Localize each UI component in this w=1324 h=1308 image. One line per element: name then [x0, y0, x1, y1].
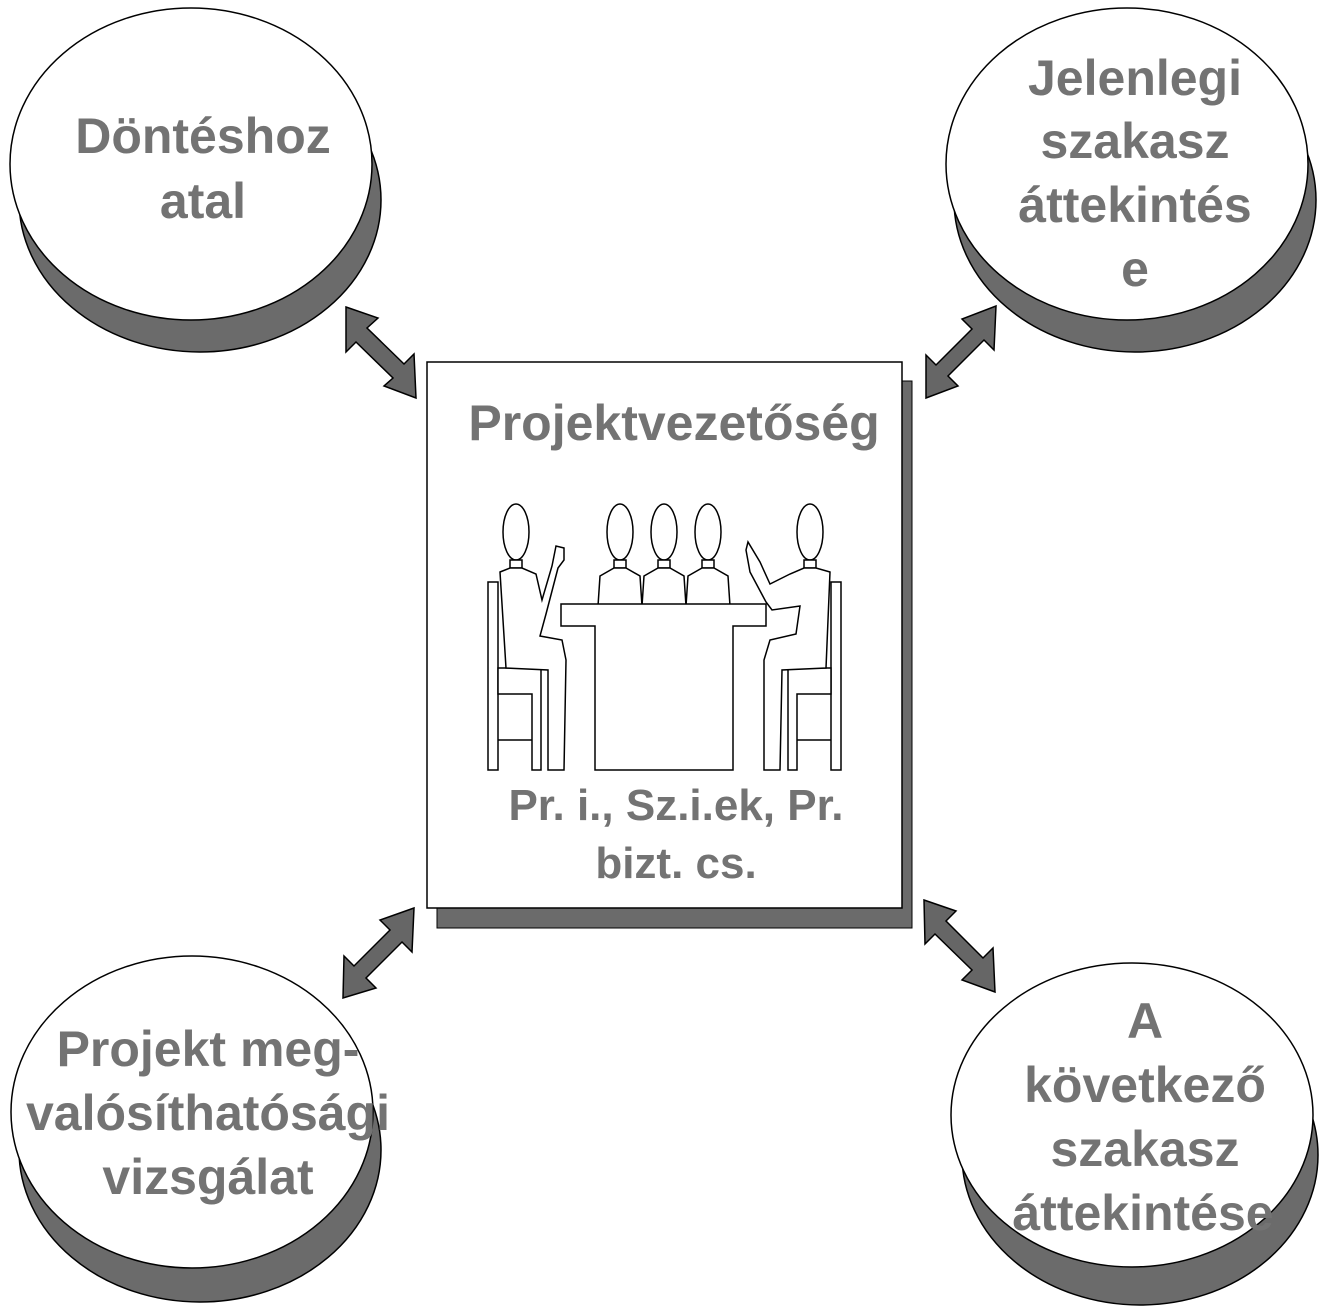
node-top-left-line1: Döntéshoz — [75, 108, 331, 164]
arrow-top-right — [925, 304, 997, 400]
node-bottom-left-line1: Projekt meg- — [57, 1021, 360, 1077]
center-box: Projektvezetőség — [426, 361, 913, 929]
center-title: Projektvezetőség — [468, 395, 879, 451]
node-bottom-right-line1: A — [1127, 993, 1163, 1049]
node-top-right: Jelenlegi szakasz áttekintés e — [945, 7, 1317, 353]
arrow-top-left — [345, 305, 417, 400]
node-bottom-left: Projekt meg- valósíthatósági vizsgálat — [10, 955, 390, 1303]
node-bottom-right-line3: szakasz — [1050, 1121, 1239, 1177]
node-top-right-line1: Jelenlegi — [1028, 50, 1242, 106]
arrow-bottom-right — [923, 898, 996, 994]
center-caption-line2: bizt. cs. — [595, 839, 756, 888]
node-bottom-left-line2: valósíthatósági — [26, 1085, 390, 1141]
node-top-right-line3: áttekintés — [1018, 177, 1251, 233]
node-top-right-line2: szakasz — [1040, 113, 1229, 169]
node-top-left: Döntéshoz atal — [9, 7, 382, 353]
arrow-bottom-left — [342, 906, 415, 1000]
node-bottom-right-line2: következő — [1024, 1057, 1266, 1113]
center-caption-line1: Pr. i., Sz.i.ek, Pr. — [508, 781, 843, 830]
node-top-right-line4: e — [1121, 241, 1149, 297]
node-top-left-line2: atal — [160, 173, 246, 229]
meeting-table-icon — [487, 503, 842, 771]
node-bottom-right-line4: áttekintése — [1012, 1185, 1273, 1241]
node-bottom-right: A következő szakasz áttekintése — [950, 962, 1319, 1306]
node-bottom-left-line3: vizsgálat — [102, 1149, 314, 1205]
